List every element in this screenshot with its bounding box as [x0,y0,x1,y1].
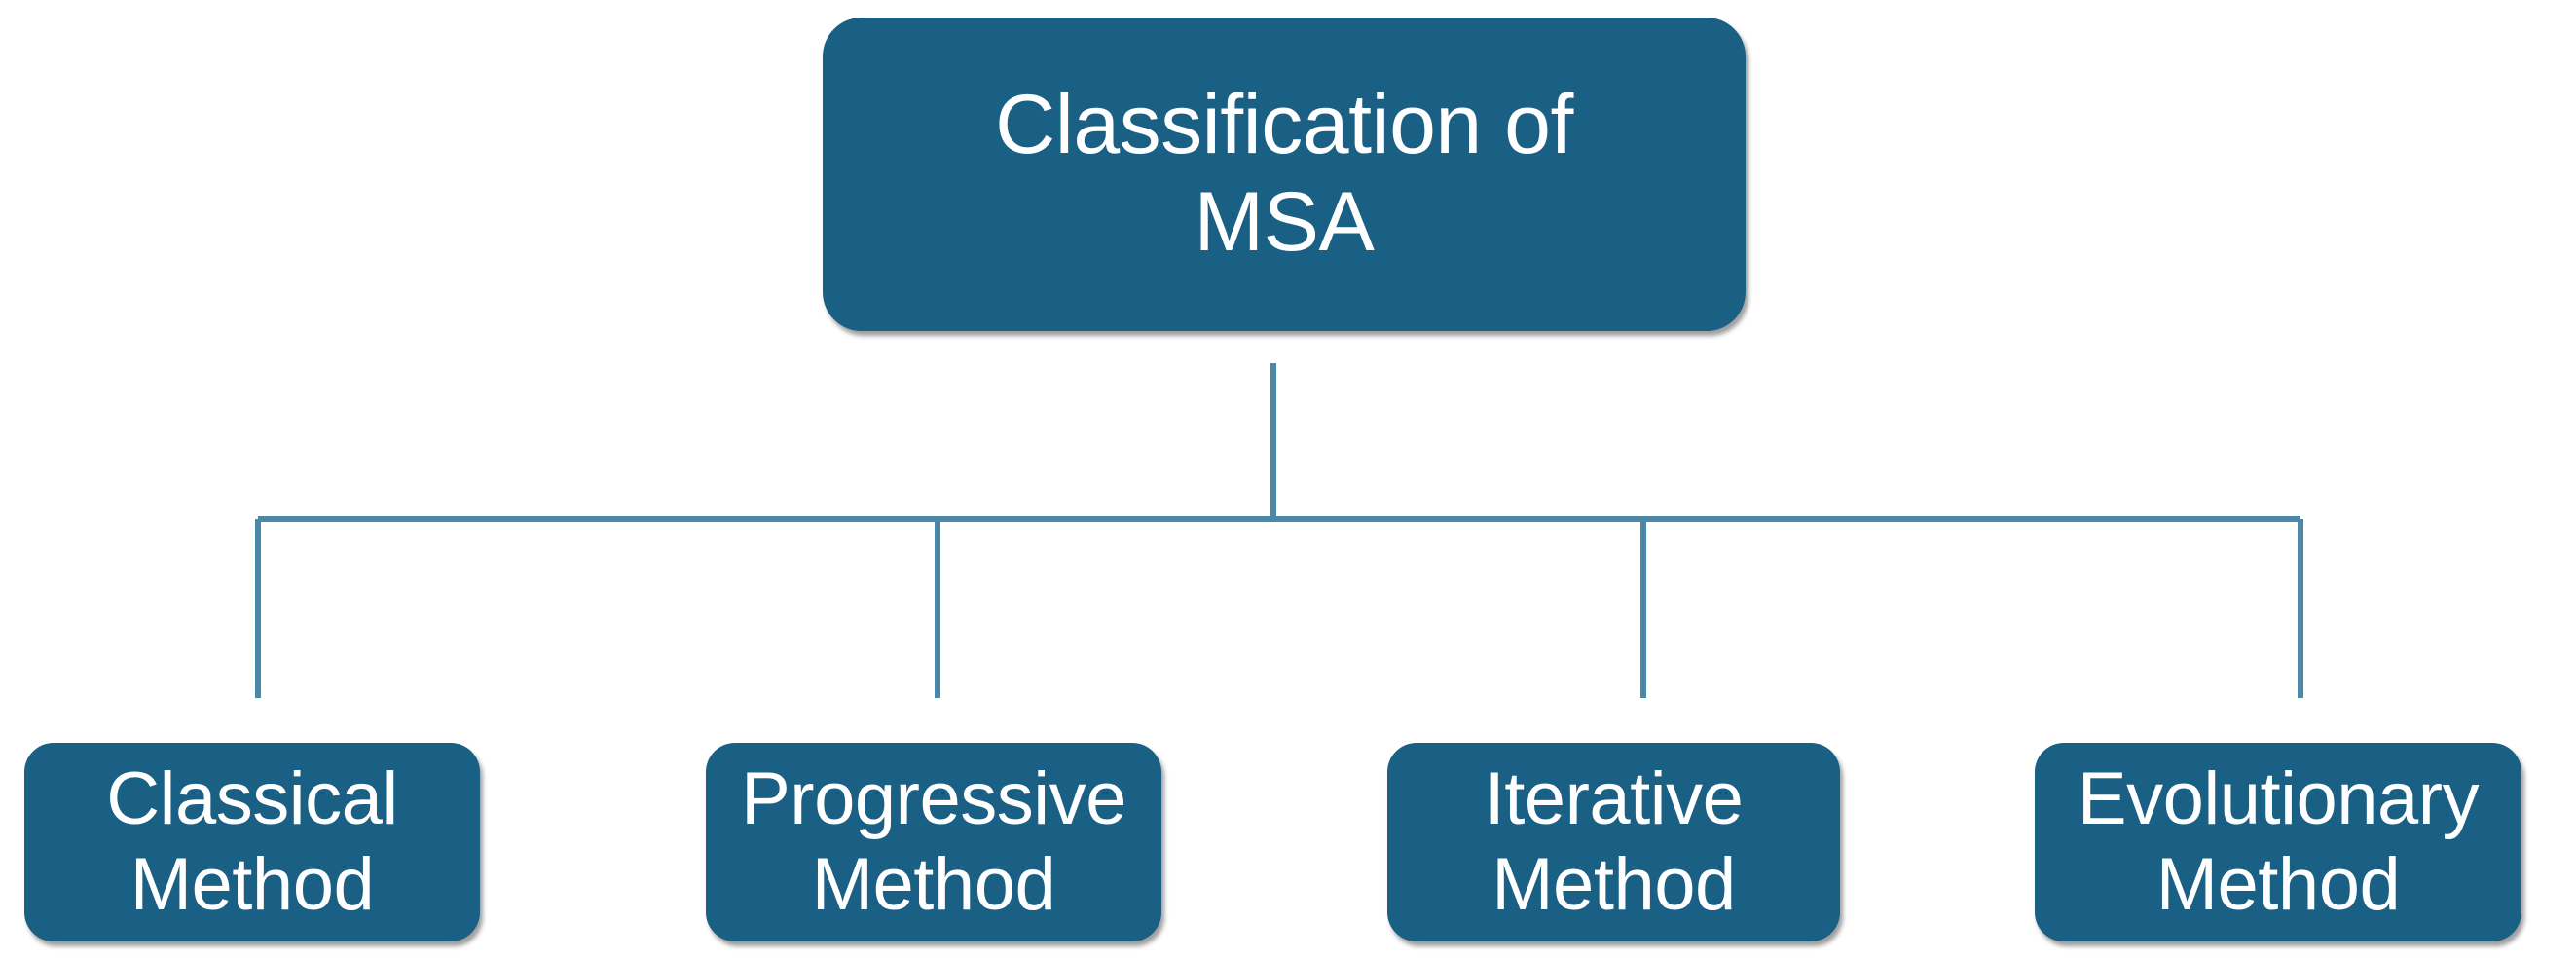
node-iterative-method[interactable]: Iterative Method [1387,743,1840,941]
node-evolutionary-method[interactable]: Evolutionary Method [2035,743,2521,941]
node-classical-method[interactable]: Classical Method [24,743,480,941]
node-classification-of-msa[interactable]: Classification of MSA [823,18,1746,331]
node-progressive-method[interactable]: Progressive Method [706,743,1161,941]
